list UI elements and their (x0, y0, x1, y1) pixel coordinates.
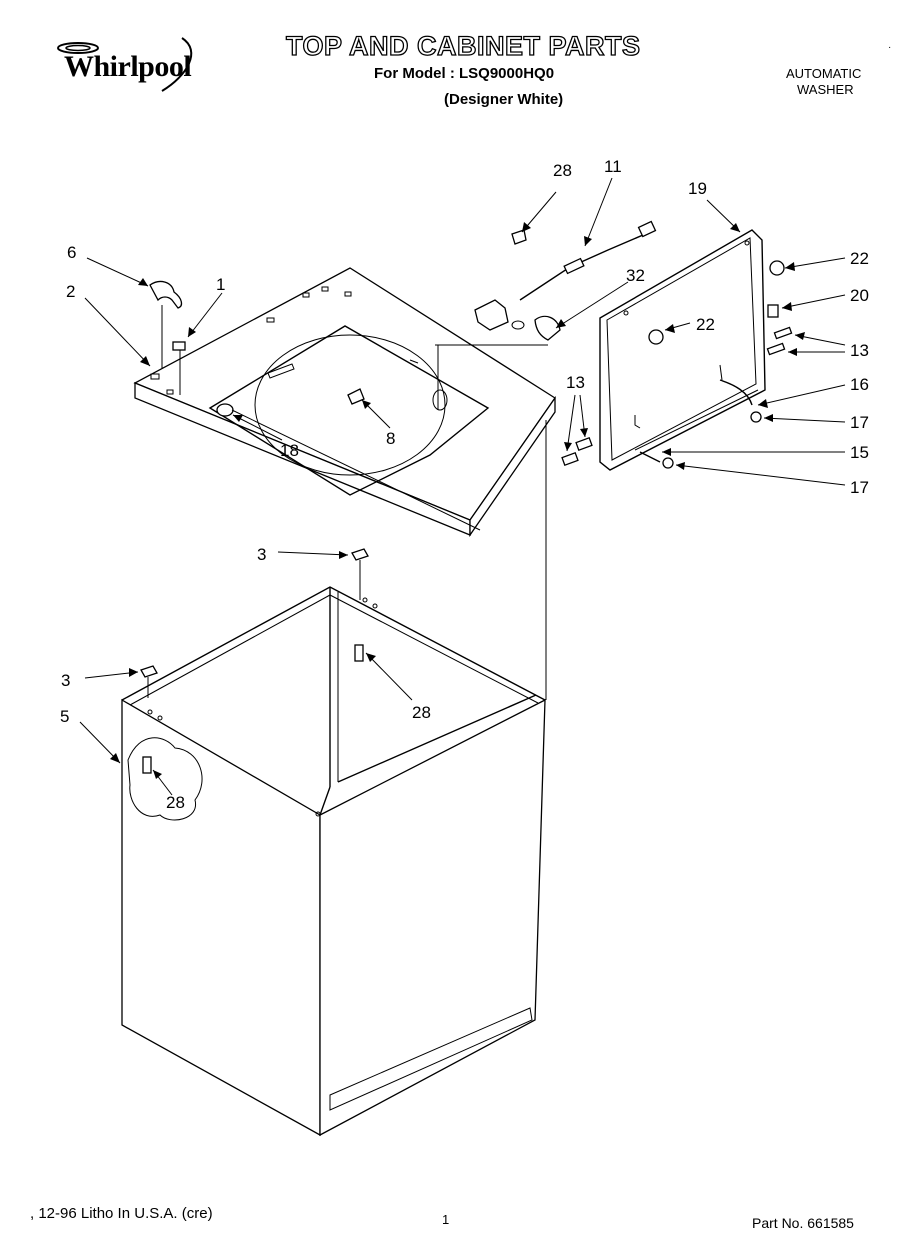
callout-17-top: 17 (850, 413, 869, 432)
litho-note: , 12-96 Litho In U.S.A. (cre) (30, 1205, 213, 1222)
callout-20: 20 (850, 286, 869, 305)
callout-22-mid: 22 (696, 315, 715, 334)
page-title: TOP AND CABINET PARTS (285, 31, 641, 61)
callout-28-bottom: 28 (166, 793, 185, 812)
page-number: 1 (442, 1212, 450, 1227)
part-17-a (750, 411, 762, 423)
control-panel-frame (599, 229, 766, 471)
brand-logo: Whirlpool (64, 50, 192, 83)
callout-5: 5 (60, 707, 69, 726)
part-1-bracket (172, 341, 186, 351)
callout-2: 2 (66, 282, 75, 301)
part-32-bracket (534, 315, 561, 341)
part-28-screw-low (142, 756, 152, 774)
part-11-harness (519, 231, 651, 301)
callout-32: 32 (626, 266, 645, 285)
callout-3-top: 3 (257, 545, 266, 564)
model-number: For Model : LSQ9000HQ0 (374, 65, 555, 82)
part-3-clip-b (140, 665, 158, 678)
callout-16: 16 (850, 375, 869, 394)
part-28-screw-top (511, 229, 527, 245)
callout-28-top: 28 (553, 161, 572, 180)
part-22-knob-a (769, 260, 785, 276)
callout-8: 8 (386, 429, 395, 448)
callout-labels: 6 1 2 28 11 19 22 32 20 22 13 13 16 17 8… (60, 157, 869, 812)
part-20-switch (767, 304, 779, 318)
callout-17-bottom: 17 (850, 478, 869, 497)
small-parts (140, 220, 793, 774)
callout-13-left: 13 (566, 373, 585, 392)
part-13-fitting-b (561, 452, 579, 466)
part-number: Part No. 661585 (752, 1215, 854, 1231)
part-3-clip-a (351, 548, 369, 561)
corner-mark: · (888, 42, 892, 53)
part-22-knob-b (648, 329, 664, 345)
part-15-hose (639, 451, 661, 463)
part-8-screw (347, 388, 365, 405)
callout-3-left: 3 (61, 671, 70, 690)
part-13-fitting-a (773, 326, 793, 340)
part-11-switch (474, 299, 509, 331)
product-type-line1: AUTOMATIC (786, 66, 862, 81)
callout-18: 18 (280, 441, 299, 460)
callout-19: 19 (688, 179, 707, 198)
product-type-line2: WASHER (797, 82, 854, 97)
callout-28-mid: 28 (412, 703, 431, 722)
callout-13-right: 13 (850, 341, 869, 360)
callout-1: 1 (216, 275, 225, 294)
part-16-hose (719, 379, 753, 406)
callout-6: 6 (67, 243, 76, 262)
part-17-b (662, 457, 674, 469)
leader-lines (79, 177, 846, 796)
callout-15: 15 (850, 443, 869, 462)
part-18-bumper (216, 403, 234, 417)
whirlpool-swoosh-icon (57, 37, 193, 92)
callout-22-top: 22 (850, 249, 869, 268)
top-panel (133, 267, 556, 538)
part-28-screw-mid (354, 644, 364, 662)
callout-11: 11 (604, 157, 622, 176)
cabinet (121, 420, 547, 1137)
part-6-clip (149, 280, 183, 309)
model-variant: (Designer White) (444, 91, 564, 108)
